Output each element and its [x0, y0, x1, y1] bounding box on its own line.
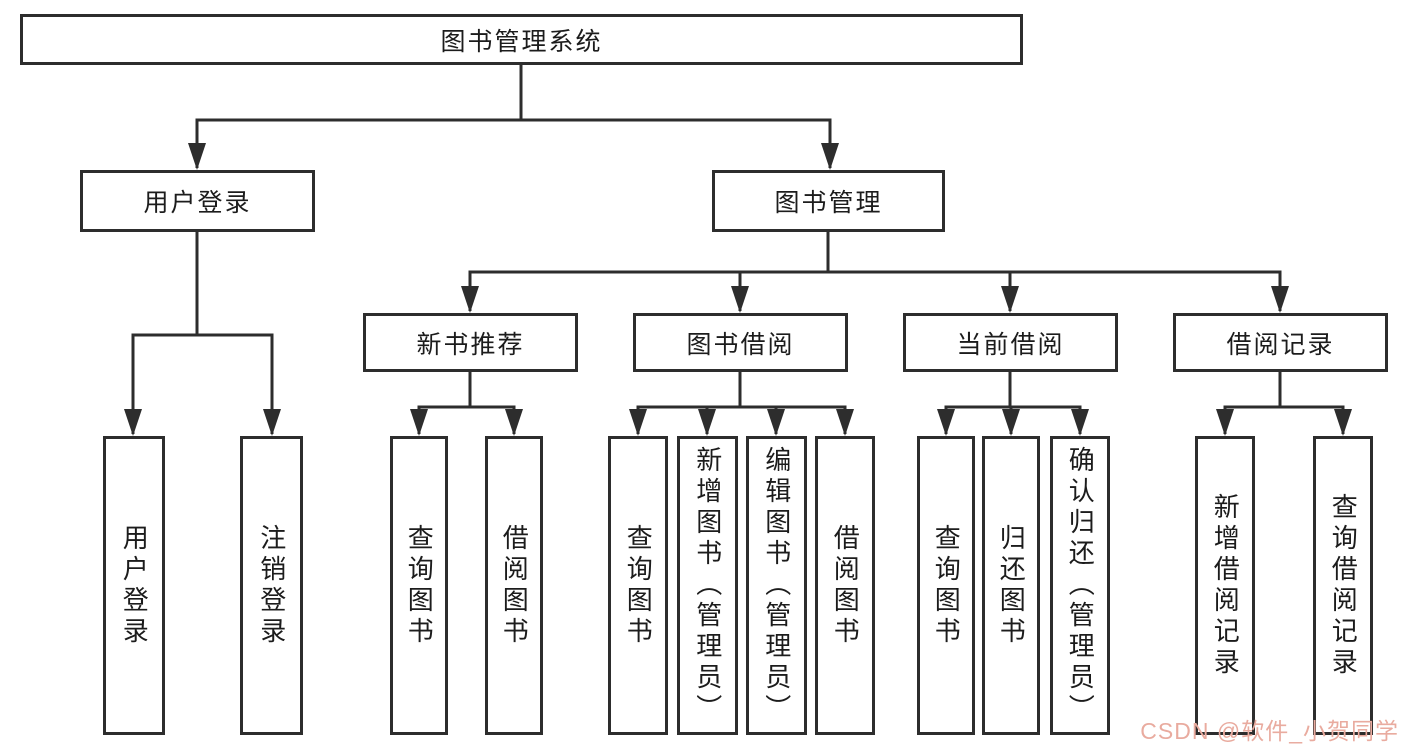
csdn-watermark: CSDN @软件_小贺同学 [1140, 718, 1399, 744]
leaf-logout: 注销登录 [240, 436, 303, 735]
leaf-borrow-books-borrowing: 借阅图书 [815, 436, 875, 735]
node-book-management: 图书管理 [712, 170, 945, 232]
arrowheads [124, 143, 1352, 436]
leaf-confirm-return-admin: 确认归还（管理员） [1050, 436, 1110, 735]
leaf-query-books-recommend: 查询图书 [390, 436, 448, 735]
node-library-management-system: 图书管理系统 [20, 14, 1023, 65]
leaf-query-books-borrowing: 查询图书 [608, 436, 668, 735]
leaf-query-books-current: 查询图书 [917, 436, 975, 735]
tree-edges [131, 64, 1345, 434]
leaf-borrow-books-recommend: 借阅图书 [485, 436, 543, 735]
leaf-add-borrow-record: 新增借阅记录 [1195, 436, 1255, 735]
leaf-edit-book-admin: 编辑图书（管理员） [746, 436, 807, 735]
node-borrowing-records: 借阅记录 [1173, 313, 1388, 372]
node-user-login: 用户登录 [80, 170, 315, 232]
leaf-query-borrow-record: 查询借阅记录 [1313, 436, 1373, 735]
node-current-borrowing: 当前借阅 [903, 313, 1118, 372]
leaf-user-login: 用户登录 [103, 436, 165, 735]
node-book-borrowing: 图书借阅 [633, 313, 848, 372]
leaf-return-book: 归还图书 [982, 436, 1040, 735]
leaf-add-book-admin: 新增图书（管理员） [677, 436, 738, 735]
node-new-book-recommendation: 新书推荐 [363, 313, 578, 372]
